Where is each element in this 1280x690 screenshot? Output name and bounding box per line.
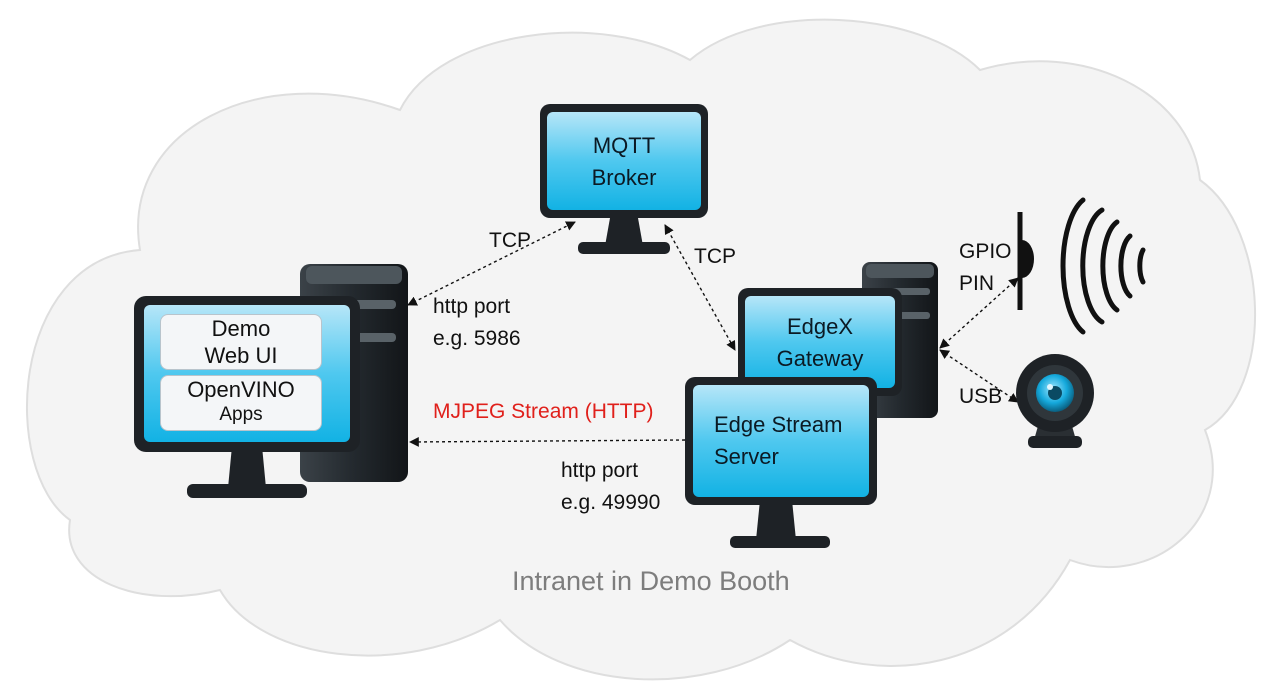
- demo-web-ui-line2: Web UI: [204, 343, 278, 368]
- speaker-icon: [1017, 197, 1146, 335]
- webcam-icon: [1016, 354, 1094, 448]
- cloud-icon: [26, 18, 1257, 681]
- gpio-line2: PIN: [959, 272, 995, 295]
- connections: [407, 221, 1019, 447]
- edge-stream-server-line2: Server: [714, 444, 779, 469]
- cloud-label: Intranet in Demo Booth: [512, 566, 790, 596]
- mqtt-broker-label: MQTT Broker: [547, 130, 701, 194]
- demo-web-ui-line1: Demo: [211, 316, 271, 341]
- edgex-gateway-label: EdgeX Gateway: [755, 311, 885, 375]
- usb-label: USB: [959, 385, 1003, 408]
- gpio-line1: GPIO: [959, 240, 1012, 263]
- http-port-stream-label: http port e.g. 49990: [561, 455, 660, 519]
- http-port-web-line2: e.g. 5986: [433, 327, 521, 350]
- demo-web-ui-box: Demo Web UI: [160, 314, 322, 370]
- edge-stream-server-monitor-icon: [685, 377, 877, 548]
- http-port-stream-line1: http port: [561, 459, 639, 482]
- tcp-right-label: TCP: [694, 245, 736, 268]
- mqtt-broker-line2: Broker: [591, 165, 657, 190]
- gpio-pin-label: GPIO PIN: [959, 236, 1012, 300]
- edge-stream-server-label: Edge Stream Server: [714, 409, 842, 473]
- tcp-left-label: TCP: [489, 229, 531, 252]
- openvino-apps-line1: OpenVINO: [187, 377, 295, 402]
- mjpeg-stream-link: [409, 437, 686, 447]
- edgex-monitor-icon: [738, 288, 902, 396]
- http-port-web-line1: http port: [433, 295, 511, 318]
- openvino-apps-box: OpenVINO Apps: [160, 375, 322, 431]
- mqtt-broker-line1: MQTT: [592, 133, 656, 158]
- openvino-apps-line2: Apps: [219, 404, 263, 425]
- edgex-gateway-line1: EdgeX: [786, 314, 854, 339]
- http-port-web-label: http port e.g. 5986: [433, 291, 521, 355]
- edge-stream-server-line1: Edge Stream: [714, 412, 843, 437]
- usb-link: [939, 349, 1019, 403]
- mqtt-broker-monitor-icon: [540, 104, 708, 254]
- mqtt-demo-link: [407, 221, 576, 306]
- http-port-stream-line2: e.g. 49990: [561, 491, 661, 514]
- mjpeg-stream-label: MJPEG Stream (HTTP): [433, 400, 654, 423]
- edgex-gateway-line2: Gateway: [776, 346, 864, 371]
